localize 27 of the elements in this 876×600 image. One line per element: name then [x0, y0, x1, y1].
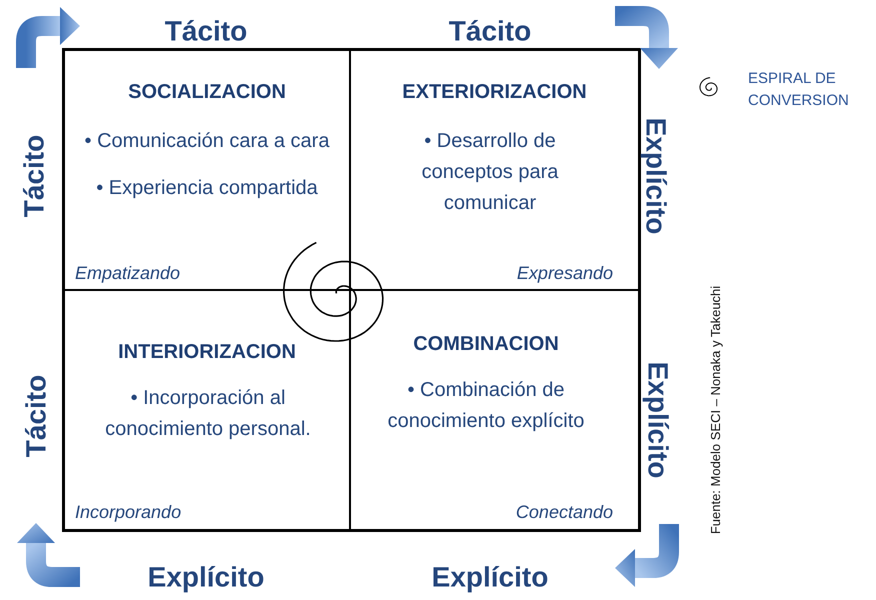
quadrant-panel — [62, 291, 351, 532]
axis-label: Explícito — [640, 118, 670, 234]
quadrant-panel — [62, 48, 351, 291]
bullet-text: • Desarrollo de conceptos para comunicar — [420, 129, 560, 216]
axis-label: Explícito — [642, 362, 672, 478]
quadrant-heading: EXTERIORIZACION — [401, 80, 588, 105]
quadrant-panel — [351, 48, 641, 291]
process-label: Incorporando — [75, 501, 182, 524]
quadrant-heading: SOCIALIZACION — [127, 80, 287, 105]
axis-label: Tácito — [22, 374, 52, 458]
axis-label: Tácito — [164, 16, 248, 48]
source-note: Fuente: Modelo SECI – Nonaka y Takeuchi — [708, 286, 724, 534]
bullet-text: • Combinación de conocimiento explícito — [386, 378, 586, 434]
axis-label: Tácito — [448, 16, 532, 48]
quadrant-panel — [351, 291, 641, 532]
process-label: Conectando — [514, 501, 613, 524]
bullet-text: • Incorporación al conocimiento personal. — [104, 386, 312, 442]
process-label: Empatizando — [75, 262, 182, 285]
axis-label: Tácito — [20, 134, 50, 218]
quadrant-heading: INTERIORIZACION — [117, 340, 297, 365]
axis-label: Explícito — [432, 562, 548, 594]
bullet-text: • Comunicación cara a cara — [84, 129, 330, 154]
process-label: Expresando — [516, 262, 613, 285]
legend-label: ESPIRAL DE CONVERSION — [748, 69, 850, 111]
bullet-text: • Experiencia compartida — [95, 176, 319, 201]
axis-label: Explícito — [148, 562, 264, 594]
quadrant-heading: COMBINACION — [412, 332, 560, 357]
